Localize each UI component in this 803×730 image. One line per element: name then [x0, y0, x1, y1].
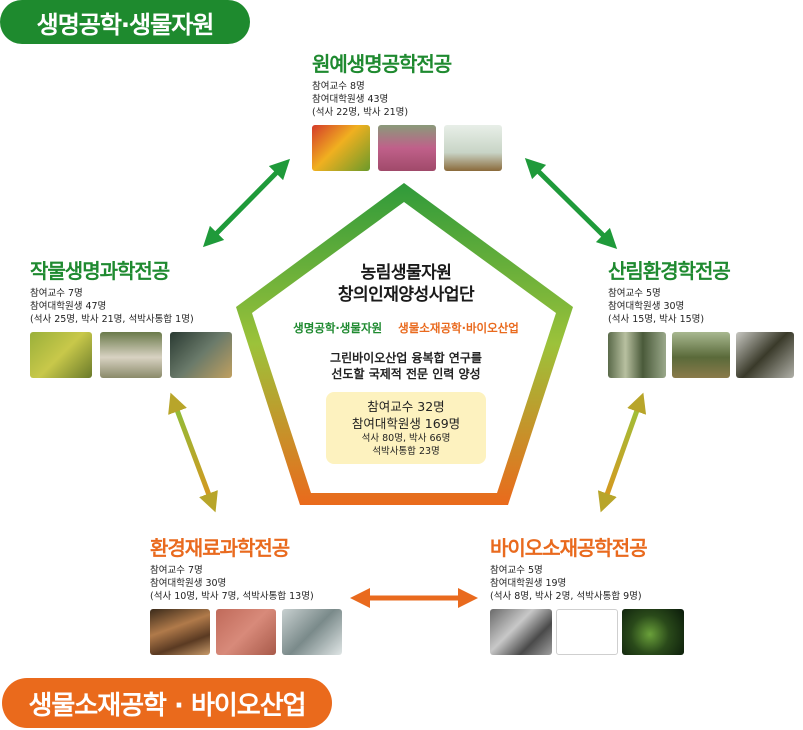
dept-info: 참여교수 7명 참여대학원생 30명 (석사 10명, 박사 7명, 석박사통합…: [150, 564, 342, 603]
tag-biomaterials: 생물소재공학·바이오산업: [398, 321, 519, 335]
dept-info: 참여교수 8명 참여대학원생 43명 (석사 22명, 박사 21명): [312, 80, 502, 119]
tag-biotech: 생명공학·생물자원: [293, 321, 383, 335]
dept-professors: 참여교수 8명: [312, 81, 365, 92]
dept-breakdown: (석사 25명, 박사 21명, 석박사통합 1명): [30, 314, 194, 325]
center-description: 그린바이오산업 융복합 연구를 선도할 국제적 전문 인력 양성: [270, 350, 542, 382]
dept-professors: 참여교수 7명: [150, 565, 203, 576]
arrow-top-right: [524, 157, 618, 250]
arrow-left-vertical: [168, 392, 218, 513]
dept-professors: 참여교수 5명: [490, 565, 543, 576]
stats-professors: 참여교수 32명: [367, 399, 445, 414]
center-title-line1: 농림생물자원: [360, 263, 452, 283]
dept-professors: 참여교수 5명: [608, 288, 661, 299]
arrow-top-left: [202, 158, 291, 248]
dept-environmental-materials: 환경재료과학전공 참여교수 7명 참여대학원생 30명 (석사 10명, 박사 …: [150, 536, 342, 655]
dept-photos: [608, 332, 794, 378]
dept-students: 참여대학원생 43명: [312, 94, 389, 105]
category-pill-biomaterials-label: 생물소재공학 · 바이오산업: [28, 690, 306, 721]
arrow-right-vertical: [597, 392, 647, 513]
category-pill-biotech-label: 생명공학·생물자원: [36, 10, 215, 39]
dept-students: 참여대학원생 30명: [150, 578, 227, 589]
structure-diagram-photo: [556, 609, 618, 655]
dept-professors: 참여교수 7명: [30, 288, 83, 299]
dept-photos: [312, 125, 502, 171]
dept-title: 바이오소재공학전공: [490, 536, 648, 560]
fruit-photo: [312, 125, 370, 171]
dept-horticulture: 원예생명공학전공 참여교수 8명 참여대학원생 43명 (석사 22명, 박사 …: [312, 52, 502, 171]
stats-box: 참여교수 32명 참여대학원생 169명 석사 80명, 박사 66명 석박사통…: [326, 392, 486, 464]
particle-board-photo: [216, 609, 276, 655]
forest-stream-photo: [672, 332, 730, 378]
plant-leaf-photo: [622, 609, 684, 655]
dept-info: 참여교수 5명 참여대학원생 30명 (석사 15명, 박사 15명): [608, 287, 794, 326]
center-summary: 농림생물자원 창의인재양성사업단 생명공학·생물자원 생물소재공학·바이오산업 …: [270, 262, 542, 464]
stats-students: 참여대학원생 169명: [351, 416, 461, 431]
dept-breakdown: (석사 15명, 박사 15명): [608, 314, 705, 325]
dept-title: 원예생명공학전공: [312, 52, 452, 76]
dept-photos: [490, 609, 684, 655]
center-tags: 생명공학·생물자원 생물소재공학·바이오산업: [270, 320, 542, 336]
center-desc-line1: 그린바이오산업 융복합 연구를: [330, 351, 482, 365]
dept-photos: [30, 332, 232, 378]
dept-crop-science: 작물생명과학전공 참여교수 7명 참여대학원생 47명 (석사 25명, 박사 …: [30, 259, 232, 378]
wood-planks-photo: [150, 609, 210, 655]
dept-students: 참여대학원생 47명: [30, 301, 107, 312]
beans-photo: [30, 332, 92, 378]
category-pill-biotech: 생명공학·생물자원: [0, 0, 250, 44]
dept-title: 환경재료과학전공: [150, 536, 290, 560]
dept-forest-environment: 산림환경학전공 참여교수 5명 참여대학원생 30명 (석사 15명, 박사 1…: [608, 259, 794, 378]
seedling-photo: [736, 332, 794, 378]
dept-info: 참여교수 7명 참여대학원생 47명 (석사 25명, 박사 21명, 석박사통…: [30, 287, 232, 326]
dept-biomaterials-engineering: 바이오소재공학전공 참여교수 5명 참여대학원생 19명 (석사 8명, 박사 …: [490, 536, 684, 655]
mortar-photo: [100, 332, 162, 378]
dept-title: 산림환경학전공: [608, 259, 731, 283]
dept-title: 작물생명과학전공: [30, 259, 170, 283]
lab-machine-photo: [282, 609, 342, 655]
flower-greenhouse-photo: [378, 125, 436, 171]
tissue-culture-photo: [444, 125, 502, 171]
dept-students: 참여대학원생 30명: [608, 301, 685, 312]
dept-breakdown: (석사 22명, 박사 21명): [312, 107, 409, 118]
lab-chalkboard-photo: [170, 332, 232, 378]
fiber-microscope-photo: [490, 609, 552, 655]
category-pill-biomaterials: 생물소재공학 · 바이오산업: [2, 678, 332, 728]
dept-breakdown: (석사 10명, 박사 7명, 석박사통합 13명): [150, 591, 314, 602]
stats-breakdown1: 석사 80명, 박사 66명: [361, 433, 451, 444]
center-title-line2: 창의인재양성사업단: [337, 285, 475, 305]
center-desc-line2: 선도할 국제적 전문 인력 양성: [331, 367, 481, 381]
dept-breakdown: (석사 8명, 박사 2명, 석박사통합 9명): [490, 591, 642, 602]
dept-students: 참여대학원생 19명: [490, 578, 567, 589]
dept-info: 참여교수 5명 참여대학원생 19명 (석사 8명, 박사 2명, 석박사통합 …: [490, 564, 684, 603]
stats-breakdown2: 석박사통합 23명: [372, 446, 440, 457]
forest-trees-photo: [608, 332, 666, 378]
dept-photos: [150, 609, 342, 655]
